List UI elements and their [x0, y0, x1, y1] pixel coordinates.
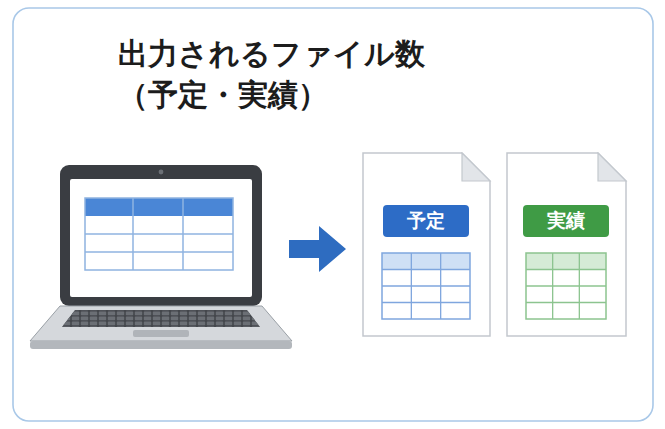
table-lines	[526, 253, 606, 319]
document-shape	[506, 152, 628, 338]
table-lines	[382, 253, 470, 319]
document-fold	[598, 153, 626, 181]
document-icon: 実績	[506, 152, 626, 336]
table-header	[382, 253, 470, 270]
file-label: 実績	[523, 205, 609, 237]
document-outline	[363, 153, 490, 336]
laptop-base	[30, 306, 292, 341]
table-header	[526, 253, 606, 270]
keyboard-keys	[62, 310, 260, 327]
laptop-edge	[30, 341, 292, 349]
laptop-bezel	[60, 165, 262, 306]
document-icon: 予定	[362, 152, 490, 336]
keyboard	[62, 310, 260, 327]
frame	[13, 8, 653, 421]
laptop-illustration	[30, 165, 292, 349]
file-label: 予定	[383, 205, 469, 237]
diagram-title: 出力されるファイル数 （予定・実績）	[118, 34, 498, 115]
flow-arrow	[289, 226, 346, 272]
document-shape	[362, 152, 492, 338]
screen-table-header	[85, 198, 233, 216]
laptop-screen	[70, 179, 252, 297]
document-fold	[462, 153, 490, 181]
file-table	[526, 253, 606, 319]
laptop-camera	[159, 170, 164, 175]
document-outline	[507, 153, 626, 336]
screen-table	[85, 198, 233, 270]
screen-table-lines	[85, 198, 233, 270]
touchpad	[133, 330, 189, 337]
file-table	[382, 253, 470, 319]
